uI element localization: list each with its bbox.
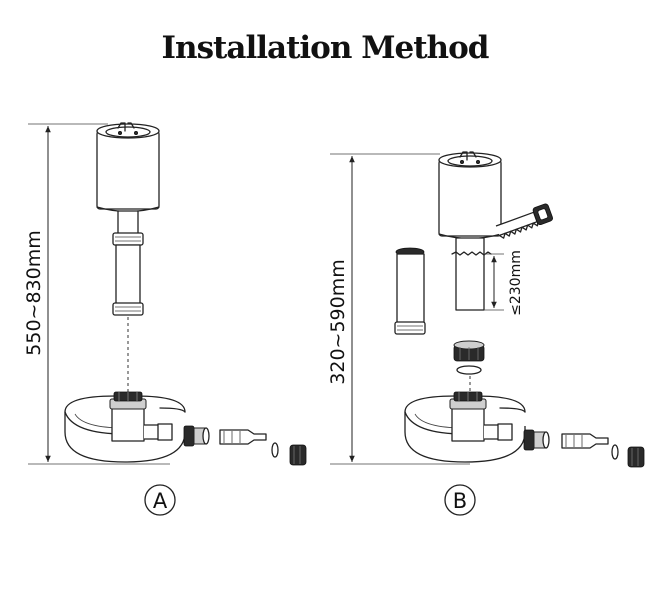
page-title: Installation Method bbox=[161, 30, 490, 66]
removed-tube-b bbox=[394, 247, 426, 335]
dimension-line-a: 550~830mm bbox=[23, 123, 170, 465]
cut-dimension-b: ≤230mm bbox=[484, 250, 524, 316]
cut-length-label: ≤230mm bbox=[508, 250, 524, 316]
figure-a: 550~830mm bbox=[23, 122, 307, 516]
skimmer-base-b bbox=[404, 391, 526, 463]
height-label-b: 320~590mm bbox=[327, 259, 349, 384]
dimension-line-b: 320~590mm bbox=[327, 153, 470, 465]
figure-label-b-text: B bbox=[453, 489, 467, 513]
cut-tube-b bbox=[451, 237, 492, 311]
figure-label-b: B bbox=[444, 484, 476, 516]
fittings-b bbox=[523, 429, 645, 468]
saw-icon bbox=[495, 203, 553, 239]
filter-head-a bbox=[96, 122, 160, 213]
figure-label-a: A bbox=[144, 484, 176, 516]
figure-b: 320~590mm ≤230mm bbox=[327, 151, 645, 516]
skimmer-base-a bbox=[64, 391, 186, 463]
fittings-a bbox=[183, 425, 307, 466]
filter-head-b bbox=[438, 151, 502, 240]
coupler-b bbox=[453, 340, 485, 375]
telescopic-tube-a bbox=[112, 210, 144, 316]
figure-label-a-text: A bbox=[153, 489, 168, 513]
height-label-a: 550~830mm bbox=[23, 230, 45, 355]
